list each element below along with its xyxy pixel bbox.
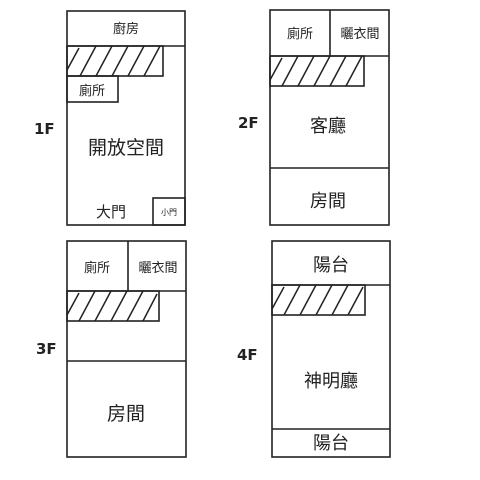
kitchen-label-1f: 廚房 [113,21,139,37]
closet-label-3f: 曬衣間 [138,260,177,276]
stair-hatching-2f [269,55,363,87]
small-door-label-1f: 小門 [161,208,177,217]
stair-2f [269,55,365,87]
balcony-top-label-4f: 陽台 [313,255,349,276]
small-door-box-1f [152,197,186,226]
stair-hatching-1f [66,45,161,77]
shrine-room-label-4f: 神明廳 [304,371,358,392]
toilet-label-3f: 廁所 [84,260,110,276]
bedroom-label-3f: 房間 [107,403,145,425]
outline-3f [66,240,187,458]
stair-hatching-3f [66,290,158,322]
closet-label-2f: 曬衣間 [340,26,379,42]
toilet-label-2f: 廁所 [287,26,313,42]
main-door-label-1f: 大門 [96,203,126,221]
floor-plan-2f: 廁所 曬衣間 客廳 房間 [269,9,390,226]
outline-1f [66,10,186,226]
stair-4f [271,284,366,316]
floor-plan-3f: 廁所 曬衣間 房間 [66,240,187,458]
outline-4f [271,240,391,458]
floor-label-2f: 2F [238,114,259,132]
floor-label-3f: 3F [36,340,57,358]
living-room-label-2f: 客廳 [310,116,346,137]
stair-3f [66,290,160,322]
floor-label-4f: 4F [237,346,258,364]
bedroom-label-2f: 房間 [310,191,346,212]
balcony-bottom-label-4f: 陽台 [313,433,349,454]
open-space-label-1f: 開放空間 [88,137,164,159]
floor-plan-1f: 廚房 廁所 開放空間 大門 小門 [66,10,186,226]
toilet-room-1f [66,75,119,103]
floor-plan-4f: 陽台 神明廳 陽台 [271,240,391,458]
toilet-label-1f: 廁所 [79,83,105,99]
floor-label-1f: 1F [34,120,55,138]
stair-hatching-4f [271,284,364,316]
